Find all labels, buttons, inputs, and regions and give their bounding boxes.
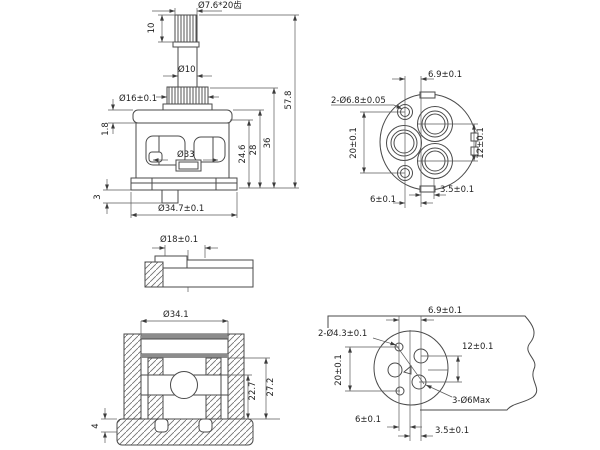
base-flange — [130, 177, 238, 191]
orientation-marker — [403, 365, 412, 375]
inlet-port — [390, 129, 418, 157]
dim-offset-right: 3.5±0.1 — [435, 426, 469, 436]
adapter-flange — [149, 267, 254, 288]
side-elevation-view: Ø7.6*20齿 10 Ø10 Ø16±0.1 1.8 Ø33 3 — [93, 0, 299, 218]
dim-stem-dia: Ø10 — [178, 64, 196, 75]
dim-offset-left: 6±0.1 — [355, 415, 381, 425]
cartridge-cap — [132, 109, 233, 124]
dim-pin-bosses: 2-Ø6.8±0.05 — [331, 95, 386, 106]
dim-base-dia: Ø34.7±0.1 — [158, 203, 204, 214]
dim-offset-right: 3.5±0.1 — [440, 185, 474, 195]
dim-pin-height: 4 — [91, 423, 101, 428]
dim-ports: 3-Ø6Max — [452, 395, 490, 406]
stem-spline — [174, 14, 198, 43]
dim-height-2: 28 — [249, 145, 259, 156]
dim-offset-left: 6±0.1 — [370, 195, 396, 205]
dim-cap-step: 1.8 — [101, 122, 111, 136]
dim-height-3: 36 — [263, 138, 273, 149]
seat-plate-outline — [327, 315, 538, 411]
dim-depth-inner: 22.7 — [248, 382, 258, 401]
dim-pin-holes: 2-Ø4.3±0.1 — [318, 328, 367, 339]
dim-spline-height: 10 — [147, 23, 157, 34]
dim-pin-spacing: 20±0.1 — [349, 127, 359, 158]
dim-offset-top: 6.9±0.1 — [428, 306, 462, 316]
valve-seat-view: 6.9±0.1 2-Ø4.3±0.1 12±0.1 20±0.1 3-Ø6Max… — [318, 306, 538, 441]
housing-base — [116, 418, 254, 446]
locating-pin — [198, 418, 213, 433]
dim-port-spacing: 12±0.1 — [462, 342, 493, 352]
dim-port-spacing: 12±0.1 — [476, 127, 486, 158]
index-tab — [161, 189, 179, 204]
adapter-cut-section — [144, 261, 164, 288]
dim-spline-label: Ø7.6*20齿 — [198, 0, 242, 11]
dim-depth-outer: 27.2 — [266, 378, 276, 397]
dim-height-1: 24.6 — [238, 145, 248, 164]
dim-offset-top: 6.9±0.1 — [428, 70, 462, 80]
valve-ball — [170, 371, 198, 399]
dim-housing-bore: Ø34.1 — [163, 309, 189, 320]
dim-adapter-dia: Ø18±0.1 — [160, 234, 198, 245]
dim-total-height: 57.8 — [284, 91, 294, 110]
dim-broach-dia: Ø16±0.1 — [119, 93, 157, 104]
locating-pin — [154, 418, 169, 433]
dim-hole-spacing: 20±0.1 — [334, 354, 344, 385]
port-hole — [387, 362, 403, 378]
broach-spline — [166, 86, 209, 105]
housing-section-view: Ø34.1 22.7 27.2 4 — [91, 309, 280, 446]
cartridge-bottom-view: 6.9±0.1 2-Ø6.8±0.05 20±0.1 12±0.1 3.5±0.… — [331, 70, 486, 208]
dim-tab-height: 3 — [93, 194, 103, 199]
stem-adapter-section-view: Ø18±0.1 — [144, 234, 254, 292]
dim-bore-dia: Ø33 — [177, 149, 195, 160]
